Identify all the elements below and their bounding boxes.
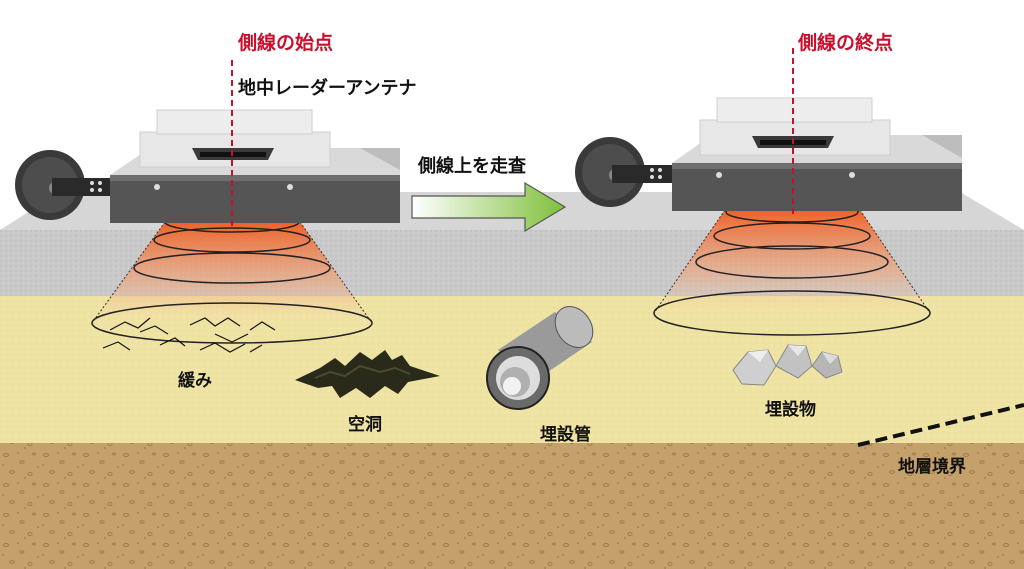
gpr-device-right [575,97,962,211]
buried-pipe-label: 埋設管 [540,425,591,445]
line-end-label: 側線の終点 [798,32,894,54]
scan-direction-arrow [411,181,567,233]
strata-boundary-line [857,403,1024,447]
cavity-label: 空洞 [348,415,382,435]
scan-along-line-label: 側線上を走査 [418,156,526,177]
buried-object-label: 埋設物 [765,400,816,420]
loosening-cracks [102,317,276,353]
cavity-shape [295,350,440,398]
buried-pipe [486,306,594,410]
gpr-antenna-label: 地中レーダーアンテナ [238,78,417,99]
soil-layer [0,440,1024,569]
line-start-label: 側線の始点 [238,32,334,54]
buried-objects [732,344,843,386]
gpr-device-left [15,109,400,223]
strata-boundary-label: 地層境界 [898,457,966,477]
right-signal-cone [653,201,931,336]
loosening-label: 緩み [178,371,212,391]
